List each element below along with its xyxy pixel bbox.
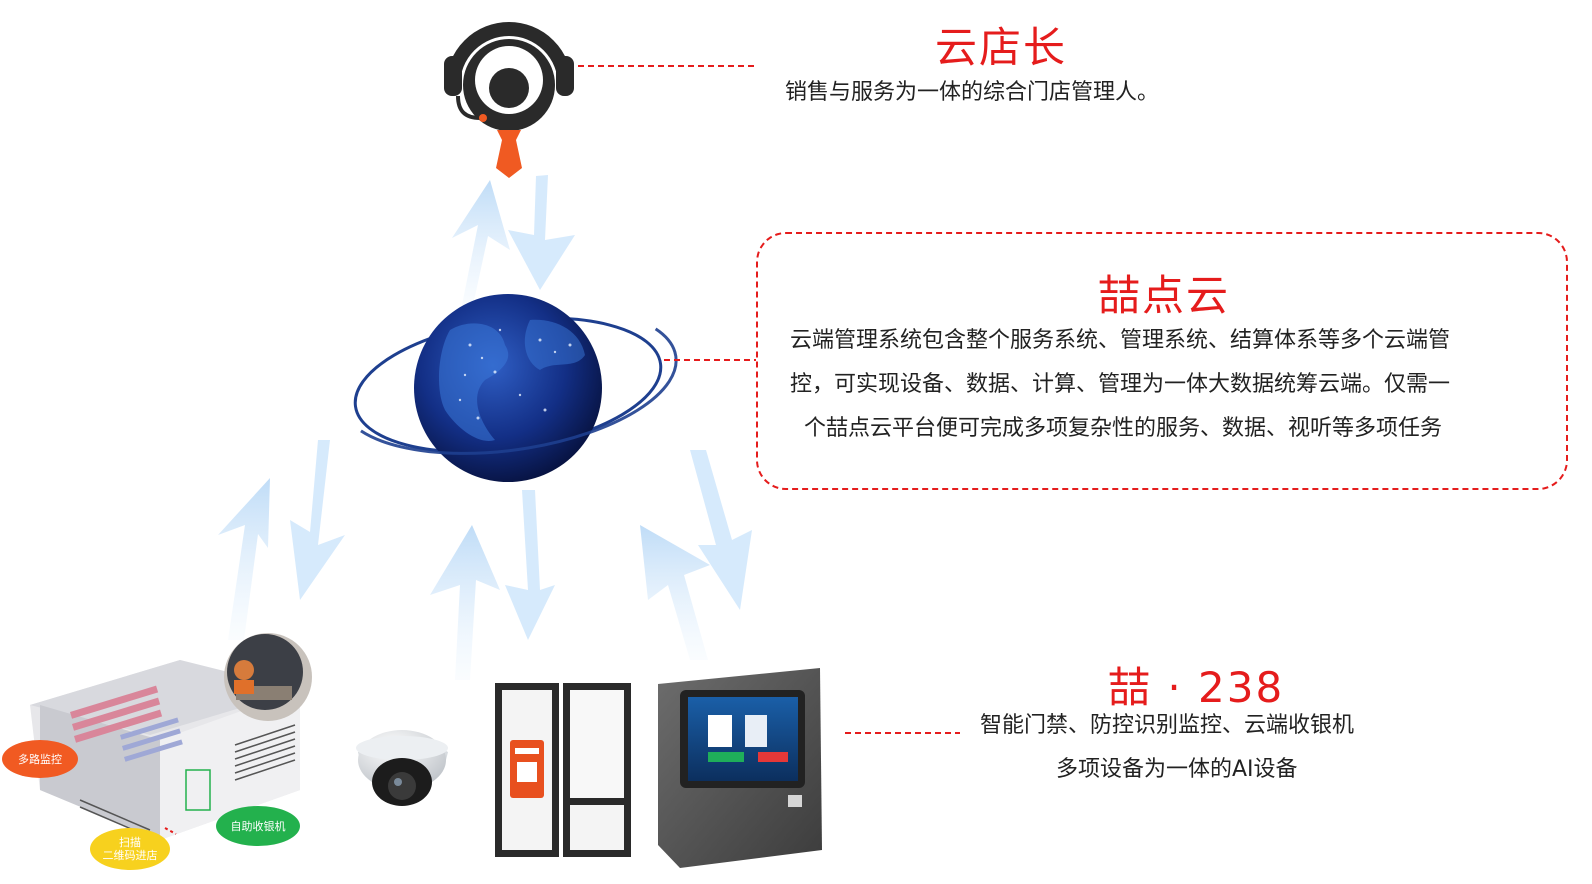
store-illustration bbox=[30, 633, 312, 840]
dome-camera-icon bbox=[356, 730, 448, 806]
cloud-desc-line-1: 云端管理系统包含整个服务系统、管理系统、结算体系等多个云端管 bbox=[790, 328, 1451, 353]
arrow-cloud-to-store bbox=[290, 440, 345, 600]
cloud-desc-line-2: 控，可实现设备、数据、计算、管理为一体大数据统筹云端。仅需一 bbox=[790, 372, 1451, 397]
leader-line-store bbox=[164, 827, 177, 835]
arrow-store-to-cloud bbox=[218, 478, 270, 640]
cloud-callout-box bbox=[756, 232, 1568, 490]
manager-desc: 销售与服务为一体的综合门店管理人。 bbox=[785, 80, 1160, 105]
cloud-title: 喆点云 bbox=[1098, 271, 1231, 320]
bubble-multi-monitor: 多路监控 bbox=[2, 740, 78, 778]
bubble-multi-monitor-label: 多路监控 bbox=[18, 752, 62, 766]
kiosk-cashier-icon bbox=[658, 668, 822, 868]
device-title: 喆 · 238 bbox=[1108, 663, 1285, 712]
cloud-desc-line-3: 个喆点云平台便可完成多项复杂性的服务、数据、视听等多项任务 bbox=[804, 416, 1443, 441]
arrow-manager-to-cloud bbox=[508, 175, 575, 290]
bubble-scan-enter: 扫描 二维码进店 bbox=[90, 828, 170, 870]
bubble-scan-label-1: 扫描 bbox=[119, 836, 141, 849]
arrow-camera-to-cloud bbox=[430, 525, 500, 680]
arrow-kiosk-to-cloud bbox=[640, 525, 710, 660]
manager-title: 云店长 bbox=[935, 23, 1068, 72]
device-desc-line-2: 多项设备为一体的AI设备 bbox=[1056, 757, 1298, 782]
device-desc-line-1: 智能门禁、防控识别监控、云端收银机 bbox=[980, 713, 1355, 738]
arrow-cloud-to-door bbox=[505, 490, 555, 640]
arrow-cloud-to-kiosk bbox=[690, 450, 752, 610]
headset-manager-icon bbox=[444, 22, 574, 178]
globe-icon bbox=[353, 294, 678, 482]
bubble-self-cashier-label: 自助收银机 bbox=[230, 819, 286, 833]
bubble-self-cashier: 自助收银机 bbox=[216, 806, 300, 846]
access-door-icon bbox=[495, 683, 631, 857]
bubble-scan-label-2: 二维码进店 bbox=[102, 849, 158, 862]
arrow-cloud-to-manager bbox=[452, 180, 510, 310]
